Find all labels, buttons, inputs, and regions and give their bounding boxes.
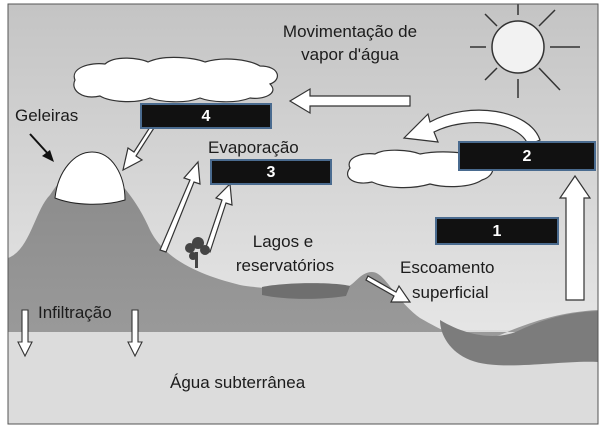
label-vapor-movement-2: vapor d'água: [301, 45, 399, 64]
transpiration-arrow: [204, 182, 233, 253]
tree-icon: [185, 237, 210, 268]
ocean-evaporation-arrow: [558, 174, 592, 301]
vapor-arrow: [288, 87, 411, 115]
infiltration-arrow: [127, 309, 143, 358]
label-groundwater: Água subterrânea: [170, 373, 306, 392]
cloud-icon: [73, 56, 278, 103]
answer-box-3: 3: [210, 159, 332, 185]
sun-icon: [470, 4, 580, 98]
box-3-number: 3: [267, 164, 276, 181]
sea: [440, 311, 598, 366]
label-glaciers: Geleiras: [15, 106, 78, 125]
glacier-pointer: [29, 133, 51, 157]
frame-border: [7, 3, 599, 425]
answer-box-4: 4: [140, 103, 272, 129]
lake: [262, 283, 350, 299]
label-runoff-1: Escoamento: [400, 258, 495, 277]
glacier-pointer-head: [42, 150, 54, 162]
box-2-number: 2: [523, 148, 532, 165]
infiltration-arrow: [17, 309, 33, 358]
glacier-snowcap: [54, 151, 126, 205]
label-lakes-2: reservatórios: [236, 256, 334, 275]
precipitation-arrow: [122, 122, 155, 172]
curved-arrow: [402, 109, 541, 146]
runoff-arrow: [365, 275, 412, 303]
answer-box-2: 2: [458, 141, 596, 171]
box-1-number: 1: [493, 223, 502, 240]
box-4-number: 4: [202, 108, 211, 125]
label-vapor-movement-1: Movimentação de: [283, 22, 417, 41]
evaporation-arrow: [159, 160, 201, 253]
terrain: [8, 162, 598, 339]
label-evaporation: Evaporação: [208, 138, 299, 157]
label-lakes-1: Lagos e: [253, 232, 314, 251]
answer-box-1: 1: [435, 217, 559, 245]
label-infiltration: Infiltração: [38, 303, 112, 322]
label-runoff-2: superficial: [412, 283, 489, 302]
